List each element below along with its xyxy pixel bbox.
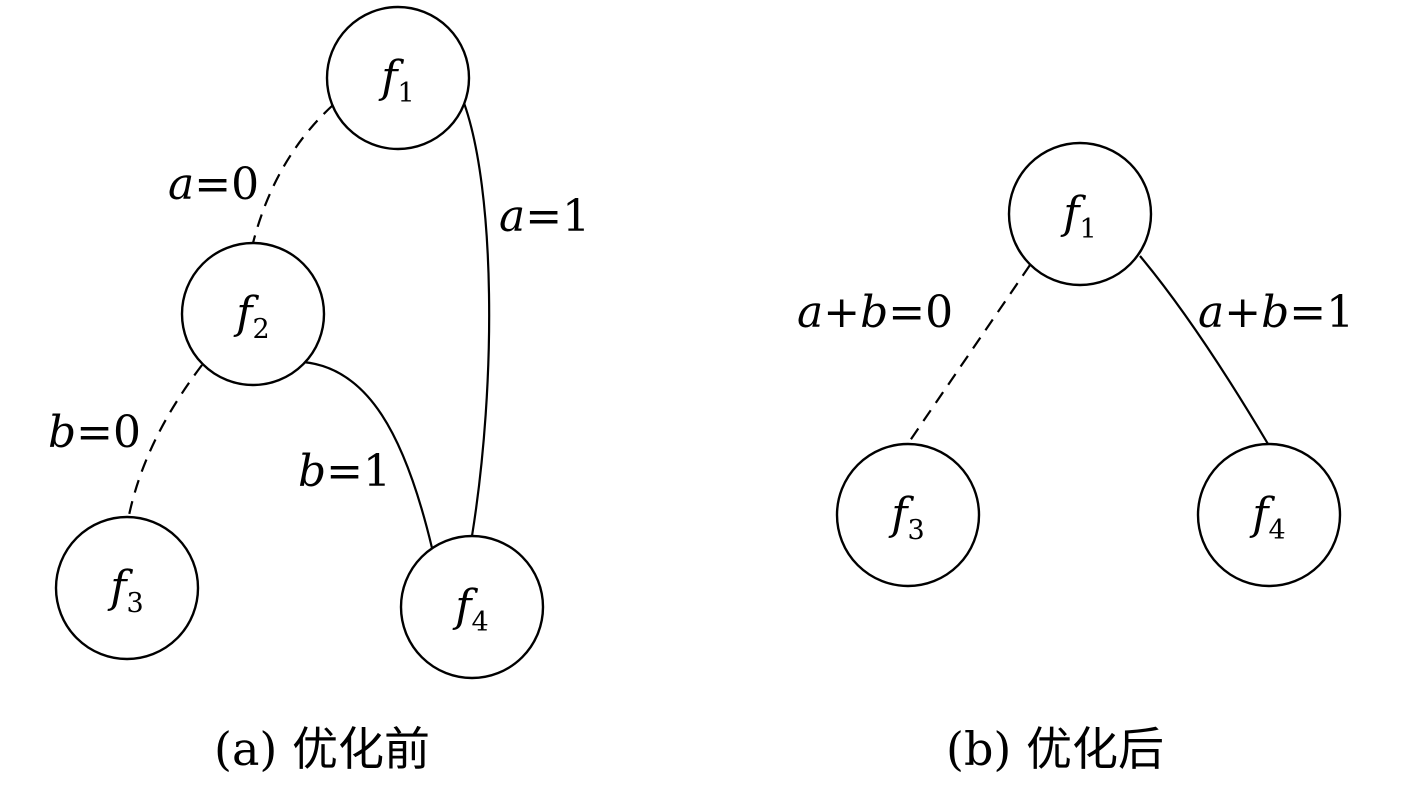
edge-f1-f4-solid <box>1139 255 1269 445</box>
node-circle <box>180 241 326 387</box>
edge-label-a-plus-b-0: a+b=0 <box>797 287 953 338</box>
node-circle <box>325 5 471 151</box>
node-f4: f4 <box>1196 442 1342 588</box>
caption-before: (a) 优化前 <box>214 722 430 776</box>
node-circle <box>399 534 545 680</box>
node-circle <box>1007 141 1153 287</box>
node-f3: f3 <box>54 515 200 661</box>
node-circle <box>835 442 981 588</box>
edge-label-a-plus-b-1: a+b=1 <box>1198 287 1354 338</box>
node-circle <box>54 515 200 661</box>
node-f1: f1 <box>325 5 471 151</box>
node-circle <box>1196 442 1342 588</box>
caption-after: (b) 优化后 <box>946 722 1164 776</box>
node-f3: f3 <box>835 442 981 588</box>
edge-label-b1: b=1 <box>298 446 391 497</box>
panel-b-after-optimization: f1 f3 f4 a+b=0 a+b=1 (b) 优化后 <box>797 141 1354 776</box>
node-f4: f4 <box>399 534 545 680</box>
panel-a-before-optimization: f1 f2 f3 f4 a=0 a=1 b=0 b=1 (a) 优化前 <box>48 5 590 776</box>
edge-f1-f2-dashed <box>251 104 334 244</box>
node-f1: f1 <box>1007 141 1153 287</box>
node-f2: f2 <box>180 241 326 387</box>
edge-f2-f4-solid <box>302 360 434 549</box>
edge-f1-f3-dashed <box>906 264 1031 446</box>
edge-label-a1: a=1 <box>499 191 590 242</box>
edge-label-b0: b=0 <box>48 407 141 458</box>
edge-f1-f4-solid <box>462 102 491 537</box>
edge-label-a0: a=0 <box>168 159 259 210</box>
